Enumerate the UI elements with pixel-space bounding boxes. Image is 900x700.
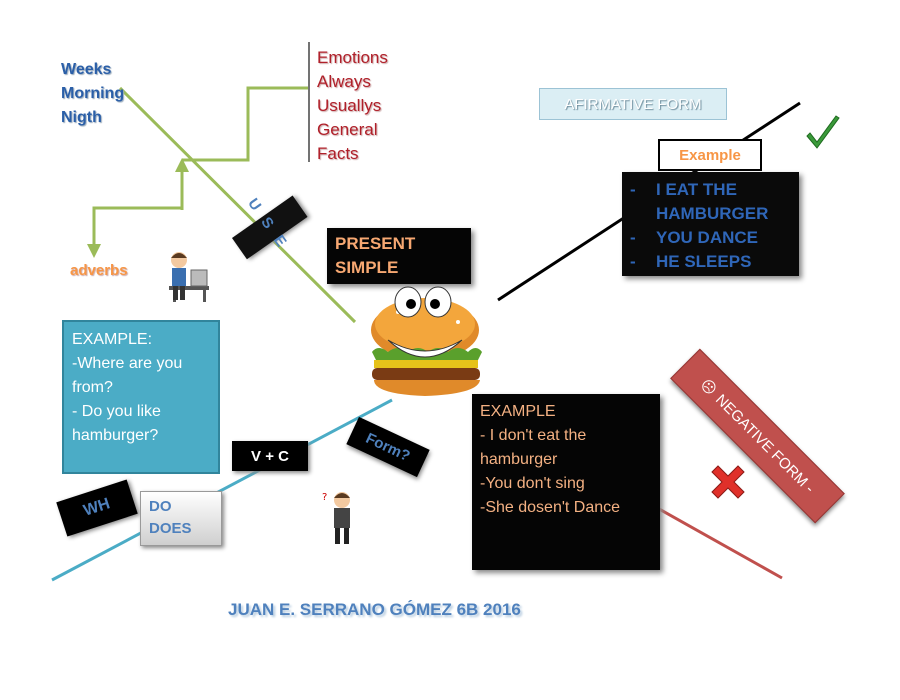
verb-complement-tag: V + C: [232, 441, 308, 471]
sad-face-icon: ☹: [696, 375, 720, 400]
question-example-line: -Where are you from?: [72, 355, 183, 396]
question-example-line: EXAMPLE:: [72, 331, 153, 348]
auxiliary-item: DOES: [149, 520, 192, 537]
author-footer: JUAN E. SERRANO GÓMEZ 6B 2016: [228, 600, 521, 619]
time-word: Weeks: [61, 61, 112, 78]
auxiliary-item: DO: [149, 498, 172, 515]
list-item: -YOU DANCE: [630, 228, 759, 247]
negative-examples: EXAMPLE - I don't eat the hamburger -You…: [472, 394, 660, 570]
green-up-arrow: [175, 158, 189, 172]
time-word: Morning: [61, 85, 125, 102]
title-box: PRESENT SIMPLE: [327, 228, 471, 284]
svg-text:?: ?: [322, 492, 327, 503]
negative-line: EXAMPLE: [480, 403, 556, 420]
green-step-line: [182, 86, 308, 162]
green-adverbs-line: [92, 206, 182, 248]
negative-line: - I don't eat the hamburger: [480, 427, 587, 468]
check-icon: [803, 110, 843, 158]
red-negative-line: [651, 503, 783, 580]
question-example-line: - Do you like hamburger?: [72, 403, 161, 444]
affirmative-tag: AFIRMATIVE FORM: [539, 88, 727, 120]
negative-line: -She dosen't Dance: [480, 499, 621, 516]
use-item: Always: [317, 72, 371, 91]
use-item: General: [317, 120, 378, 139]
green-main-line: [118, 86, 357, 324]
auxiliary-box: DO DOES: [140, 491, 222, 546]
thinking-person-icon: ?: [320, 488, 364, 546]
cross-icon: [708, 464, 748, 500]
question-example-box: EXAMPLE: -Where are you from? - Do you l…: [62, 320, 220, 474]
list-item: -I EAT THE HAMBURGER: [630, 180, 769, 223]
green-down-arrow: [87, 244, 101, 258]
hamburger-icon: [358, 282, 493, 400]
negative-line: -You don't sing: [480, 475, 585, 492]
person-at-desk-icon: [163, 248, 213, 304]
adverbs-label: adverbs: [70, 262, 128, 279]
page-title: PRESENT SIMPLE: [335, 234, 416, 277]
affirmative-examples: -I EAT THE HAMBURGER -YOU DANCE -HE SLEE…: [622, 172, 799, 276]
use-item: Facts: [317, 144, 359, 163]
blue-structure-line: [51, 398, 393, 582]
time-word: Nigth: [61, 109, 102, 126]
list-item: -HE SLEEPS: [630, 252, 752, 271]
use-item: Emotions: [317, 48, 388, 67]
use-item: Usuallys: [317, 96, 382, 115]
uses-list: Emotions Always Usuallys General Facts: [317, 46, 388, 166]
time-words: Weeks Morning Nigth: [61, 58, 124, 130]
affirmative-example-label: Example: [658, 139, 762, 171]
